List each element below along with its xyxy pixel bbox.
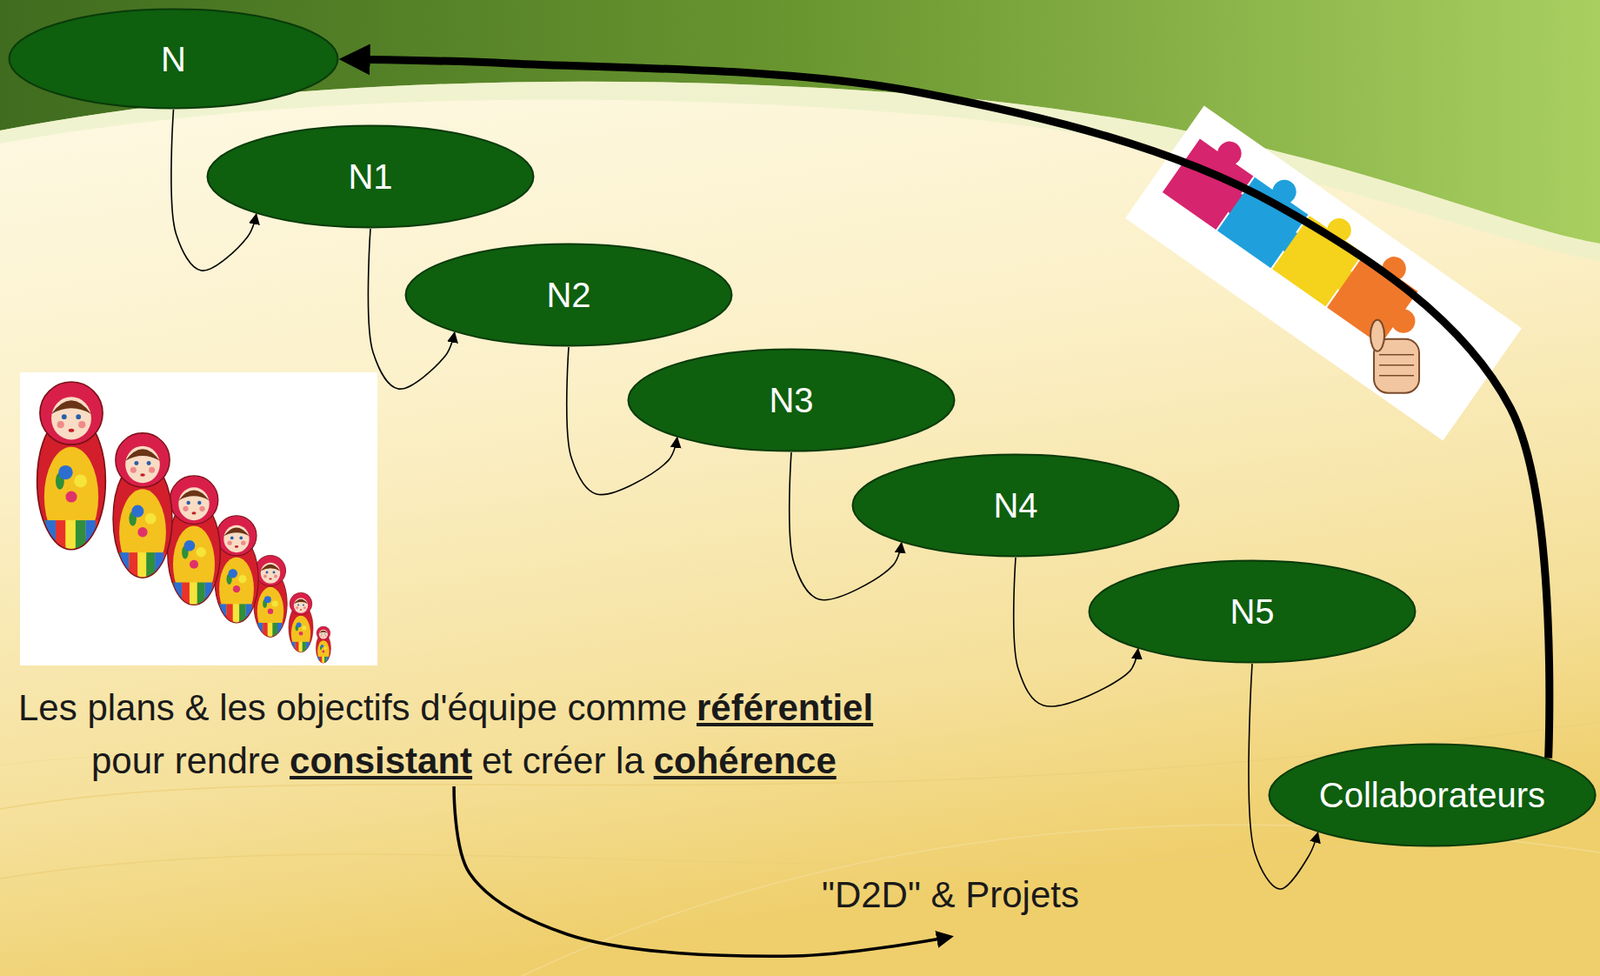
level-ellipse: N4 bbox=[851, 453, 1180, 558]
level-ellipse: N5 bbox=[1087, 559, 1417, 664]
hand-fingers bbox=[1379, 354, 1414, 376]
level-name: Collaborateurs bbox=[1319, 774, 1546, 815]
leader-arrow bbox=[453, 786, 951, 956]
level-ellipse: N2 bbox=[404, 242, 734, 347]
doll-2 bbox=[112, 433, 174, 590]
level-name: N3 bbox=[768, 380, 814, 420]
doll-3 bbox=[166, 475, 221, 616]
ellipse-fill bbox=[1089, 560, 1416, 663]
picture-ground bbox=[20, 372, 378, 666]
green-band bbox=[0, 0, 1600, 244]
ellipse-fill bbox=[207, 126, 534, 228]
doll-6 bbox=[287, 592, 314, 657]
doll-7 bbox=[315, 626, 332, 667]
puzzle-piece bbox=[1326, 240, 1442, 355]
matryoshka-illustration bbox=[20, 372, 378, 667]
hand-thumb bbox=[1370, 320, 1385, 352]
picture-ground bbox=[1125, 105, 1522, 440]
ellipse-fill bbox=[9, 9, 339, 109]
statement-text: Les plans & les objectifs d'équipe comme bbox=[18, 686, 687, 728]
hand bbox=[1370, 320, 1420, 394]
level-ellipse: N bbox=[7, 7, 340, 110]
level-ellipse: Collaborateurs bbox=[1267, 742, 1597, 847]
level-name: N5 bbox=[1229, 591, 1274, 632]
level-ellipse: N1 bbox=[206, 124, 535, 229]
doll-4 bbox=[213, 515, 260, 632]
key-term: cohérence bbox=[653, 740, 837, 781]
key-term: consistant bbox=[289, 740, 473, 781]
text-line: Les plans & les objectifs d'équipe comme… bbox=[18, 686, 883, 729]
level-name: N4 bbox=[993, 485, 1038, 526]
ellipse-fill bbox=[406, 244, 733, 347]
doll-1 bbox=[35, 381, 107, 563]
ellipse-fill bbox=[1268, 744, 1595, 847]
return-arrow bbox=[366, 60, 1550, 759]
level-name: N2 bbox=[546, 274, 591, 315]
decor-wave bbox=[521, 824, 1600, 976]
level-name: N1 bbox=[347, 156, 393, 197]
output-label: "D2D" & Projets bbox=[821, 873, 1080, 915]
text-line: "D2D" & Projets bbox=[821, 873, 1089, 916]
puzzle-illustration bbox=[1123, 105, 1522, 443]
key-term: référentiel bbox=[696, 686, 874, 728]
text-line: pour rendreconsistantet créer lacohérenc… bbox=[91, 740, 847, 782]
level-ellipse: N3 bbox=[626, 347, 956, 453]
statement-text: et créer la bbox=[481, 740, 645, 781]
level-name: N bbox=[160, 39, 187, 80]
statement-text: pour rendre bbox=[91, 740, 280, 781]
ellipse-fill bbox=[853, 454, 1180, 557]
ellipse-fill bbox=[628, 349, 955, 452]
